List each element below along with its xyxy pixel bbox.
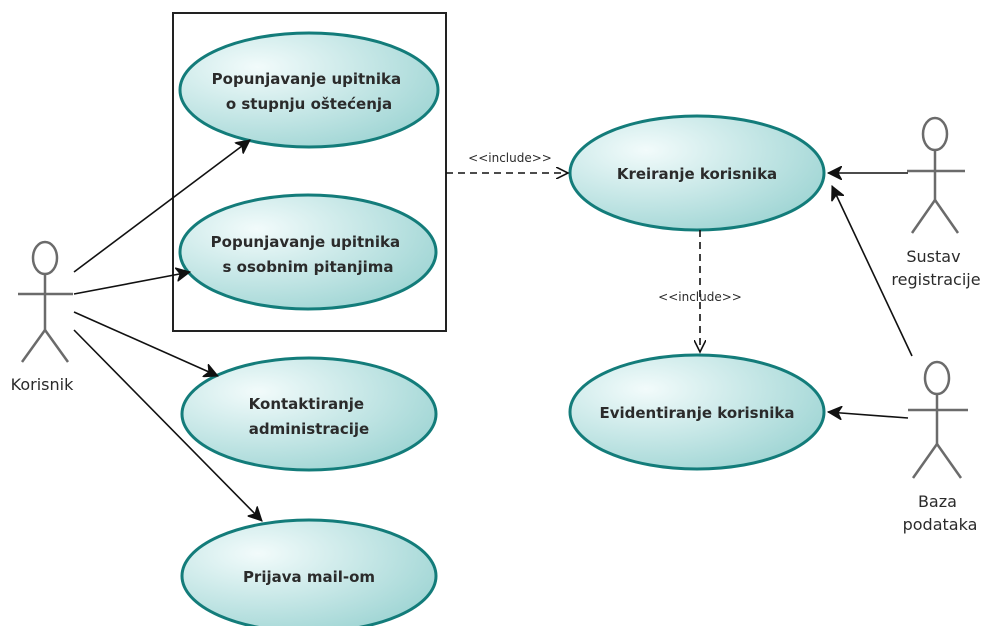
actor-sustav-registracije[interactable]: [907, 116, 965, 234]
svg-text:Prijava mail-om: Prijava mail-om: [243, 568, 375, 586]
usecase-label-line: o stupnju oštećenja: [226, 95, 392, 113]
svg-text:Popunjavanje upitnika s: Popunjavanje upitnika s osobnim pitanjim…: [211, 233, 406, 276]
usecase-label-line: Popunjavanje upitnika: [212, 70, 401, 88]
actor-label-sustav: Sustav registracije: [891, 247, 980, 289]
usecase-kontaktiranje[interactable]: Kontaktiranje administracije: [180, 356, 438, 472]
svg-text:Evidentiranje korisnika: Evidentiranje korisnika: [599, 404, 794, 422]
include-label: <<include>>: [468, 151, 552, 165]
actor-korisnik[interactable]: [18, 240, 73, 363]
usecase-popunjavanje-stupanj[interactable]: Popunjavanje upitnika o stupnju oštećenj…: [178, 31, 440, 149]
actor-head-icon: [923, 360, 951, 396]
actor-label-korisnik: Korisnik: [11, 375, 74, 394]
usecase-prijava[interactable]: Prijava mail-om: [180, 518, 438, 626]
actor-head-icon: [31, 240, 59, 276]
actor-label-baza: Baza podataka: [903, 492, 978, 534]
usecase-popunjavanje-osobna[interactable]: Popunjavanje upitnika s osobnim pitanjim…: [178, 193, 438, 311]
usecase-evidentiranje[interactable]: Evidentiranje korisnika: [568, 353, 826, 471]
association-korisnik-uc2: [73, 272, 190, 295]
usecase-label-line: Popunjavanje upitnika: [211, 233, 400, 251]
usecase-label-line: Prijava mail-om: [243, 568, 375, 586]
svg-text:Kontaktiranje administra: Kontaktiranje administracije: [249, 395, 370, 438]
svg-text:Popunjavanje upitnika o: Popunjavanje upitnika o stupnju oštećenj…: [212, 70, 407, 113]
association-korisnik-uc3: [73, 311, 218, 376]
usecase-label-line: s osobnim pitanjima: [223, 258, 394, 276]
association-korisnik-uc1: [73, 140, 250, 273]
actor-baza-podataka[interactable]: [908, 360, 968, 479]
include-label: <<include>>: [658, 290, 742, 304]
usecase-label-line: Kreiranje korisnika: [617, 165, 777, 183]
system-boundary: [172, 12, 447, 332]
association-korisnik-uc4: [73, 329, 262, 521]
association-baza-evidentiranje: [828, 412, 909, 418]
actor-head-icon: [921, 116, 949, 152]
svg-text:Kreiranje korisnika: Kreiranje korisnika: [617, 165, 777, 183]
usecase-label-line: administracije: [249, 420, 369, 438]
association-baza-kreiranje: [832, 186, 913, 357]
usecase-label-line: Kontaktiranje: [249, 395, 364, 413]
usecase-label-line: Evidentiranje korisnika: [599, 404, 794, 422]
usecase-kreiranje[interactable]: Kreiranje korisnika: [568, 114, 826, 232]
